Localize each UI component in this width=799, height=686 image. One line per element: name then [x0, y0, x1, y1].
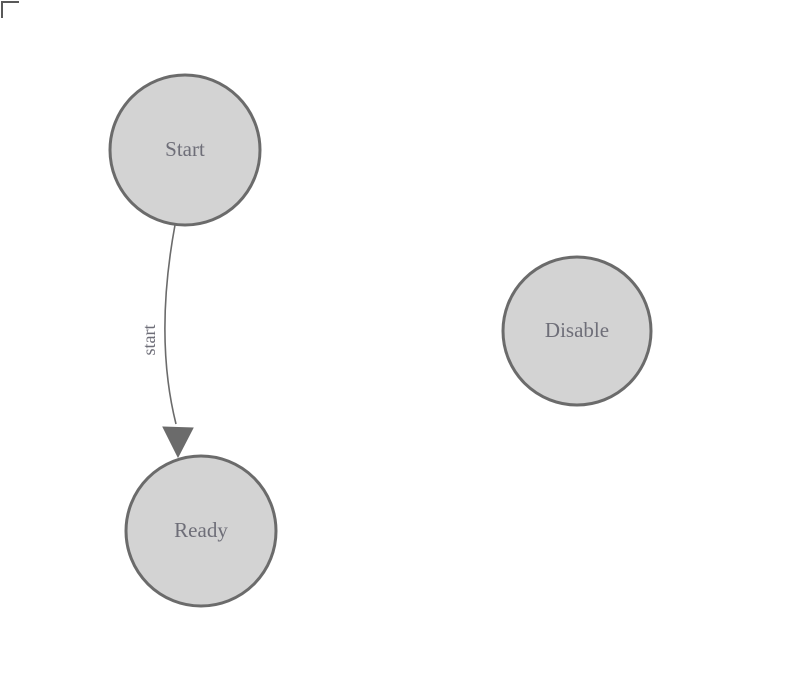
- node-start-label: Start: [165, 137, 205, 161]
- node-ready[interactable]: Ready: [124, 454, 278, 608]
- edge-start-to-ready[interactable]: start: [139, 224, 194, 459]
- node-disable-circle[interactable]: [501, 255, 653, 407]
- edge-label-start: start: [139, 325, 159, 356]
- node-ready-circle[interactable]: [124, 454, 278, 608]
- node-disable[interactable]: Disable: [501, 255, 653, 407]
- edge-arrowhead-icon: [162, 426, 194, 459]
- node-start-circle[interactable]: [108, 73, 262, 227]
- edge-line: [164, 224, 177, 425]
- node-start[interactable]: Start: [108, 73, 262, 227]
- node-ready-label: Ready: [174, 518, 228, 542]
- node-disable-label: Disable: [545, 318, 609, 342]
- canvas-corner-bracket-icon: [1, 1, 19, 18]
